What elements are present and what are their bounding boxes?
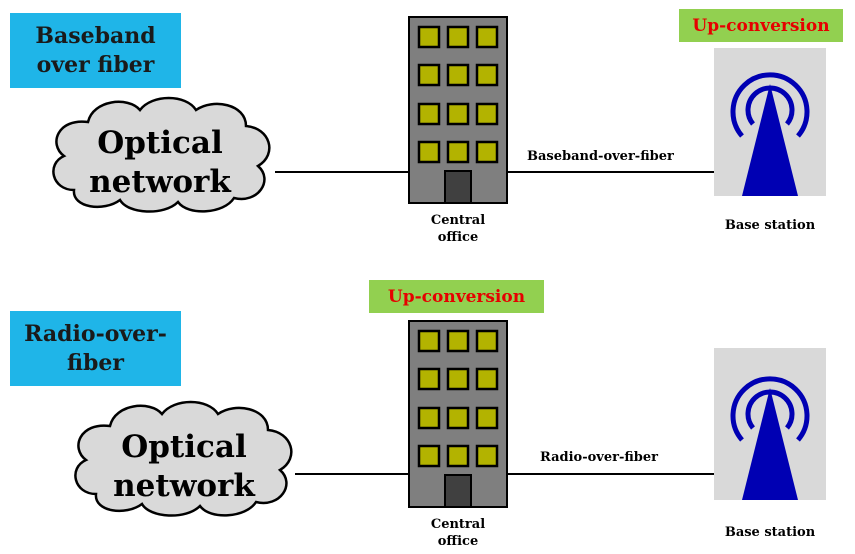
scheme-title-box: Baseband over fiber <box>10 13 181 88</box>
building-icon <box>408 320 508 508</box>
cloud-icon: Optical network <box>52 96 271 213</box>
upconversion-badge: Up-conversion <box>369 280 544 313</box>
antenna-icon <box>714 348 826 500</box>
scheme-title-box: Radio-over-fiber <box>10 311 181 386</box>
central-office-label: Central office <box>430 213 486 245</box>
upconversion-badge: Up-conversion <box>679 9 843 42</box>
cloud-icon: Optical network <box>74 400 293 517</box>
building-icon <box>408 16 508 204</box>
cloud-label-line2: network <box>89 164 232 200</box>
link-label: Baseband-over-fiber <box>527 149 674 164</box>
upconversion-label: Up-conversion <box>692 15 830 36</box>
upconversion-label: Up-conversion <box>387 286 526 307</box>
base-station-label: Base station <box>724 525 816 540</box>
cloud-label-line1: Optical <box>121 429 247 465</box>
scheme-title: Radio-over-fiber <box>24 320 167 376</box>
base-station-label: Base station <box>724 218 816 233</box>
cloud-label-line1: Optical <box>97 125 223 161</box>
link-label: Radio-over-fiber <box>540 450 659 465</box>
scheme-title: Baseband over fiber <box>35 22 156 78</box>
antenna-icon <box>714 48 826 196</box>
central-office-label: Central office <box>430 517 486 549</box>
cloud-label-line2: network <box>113 468 256 504</box>
